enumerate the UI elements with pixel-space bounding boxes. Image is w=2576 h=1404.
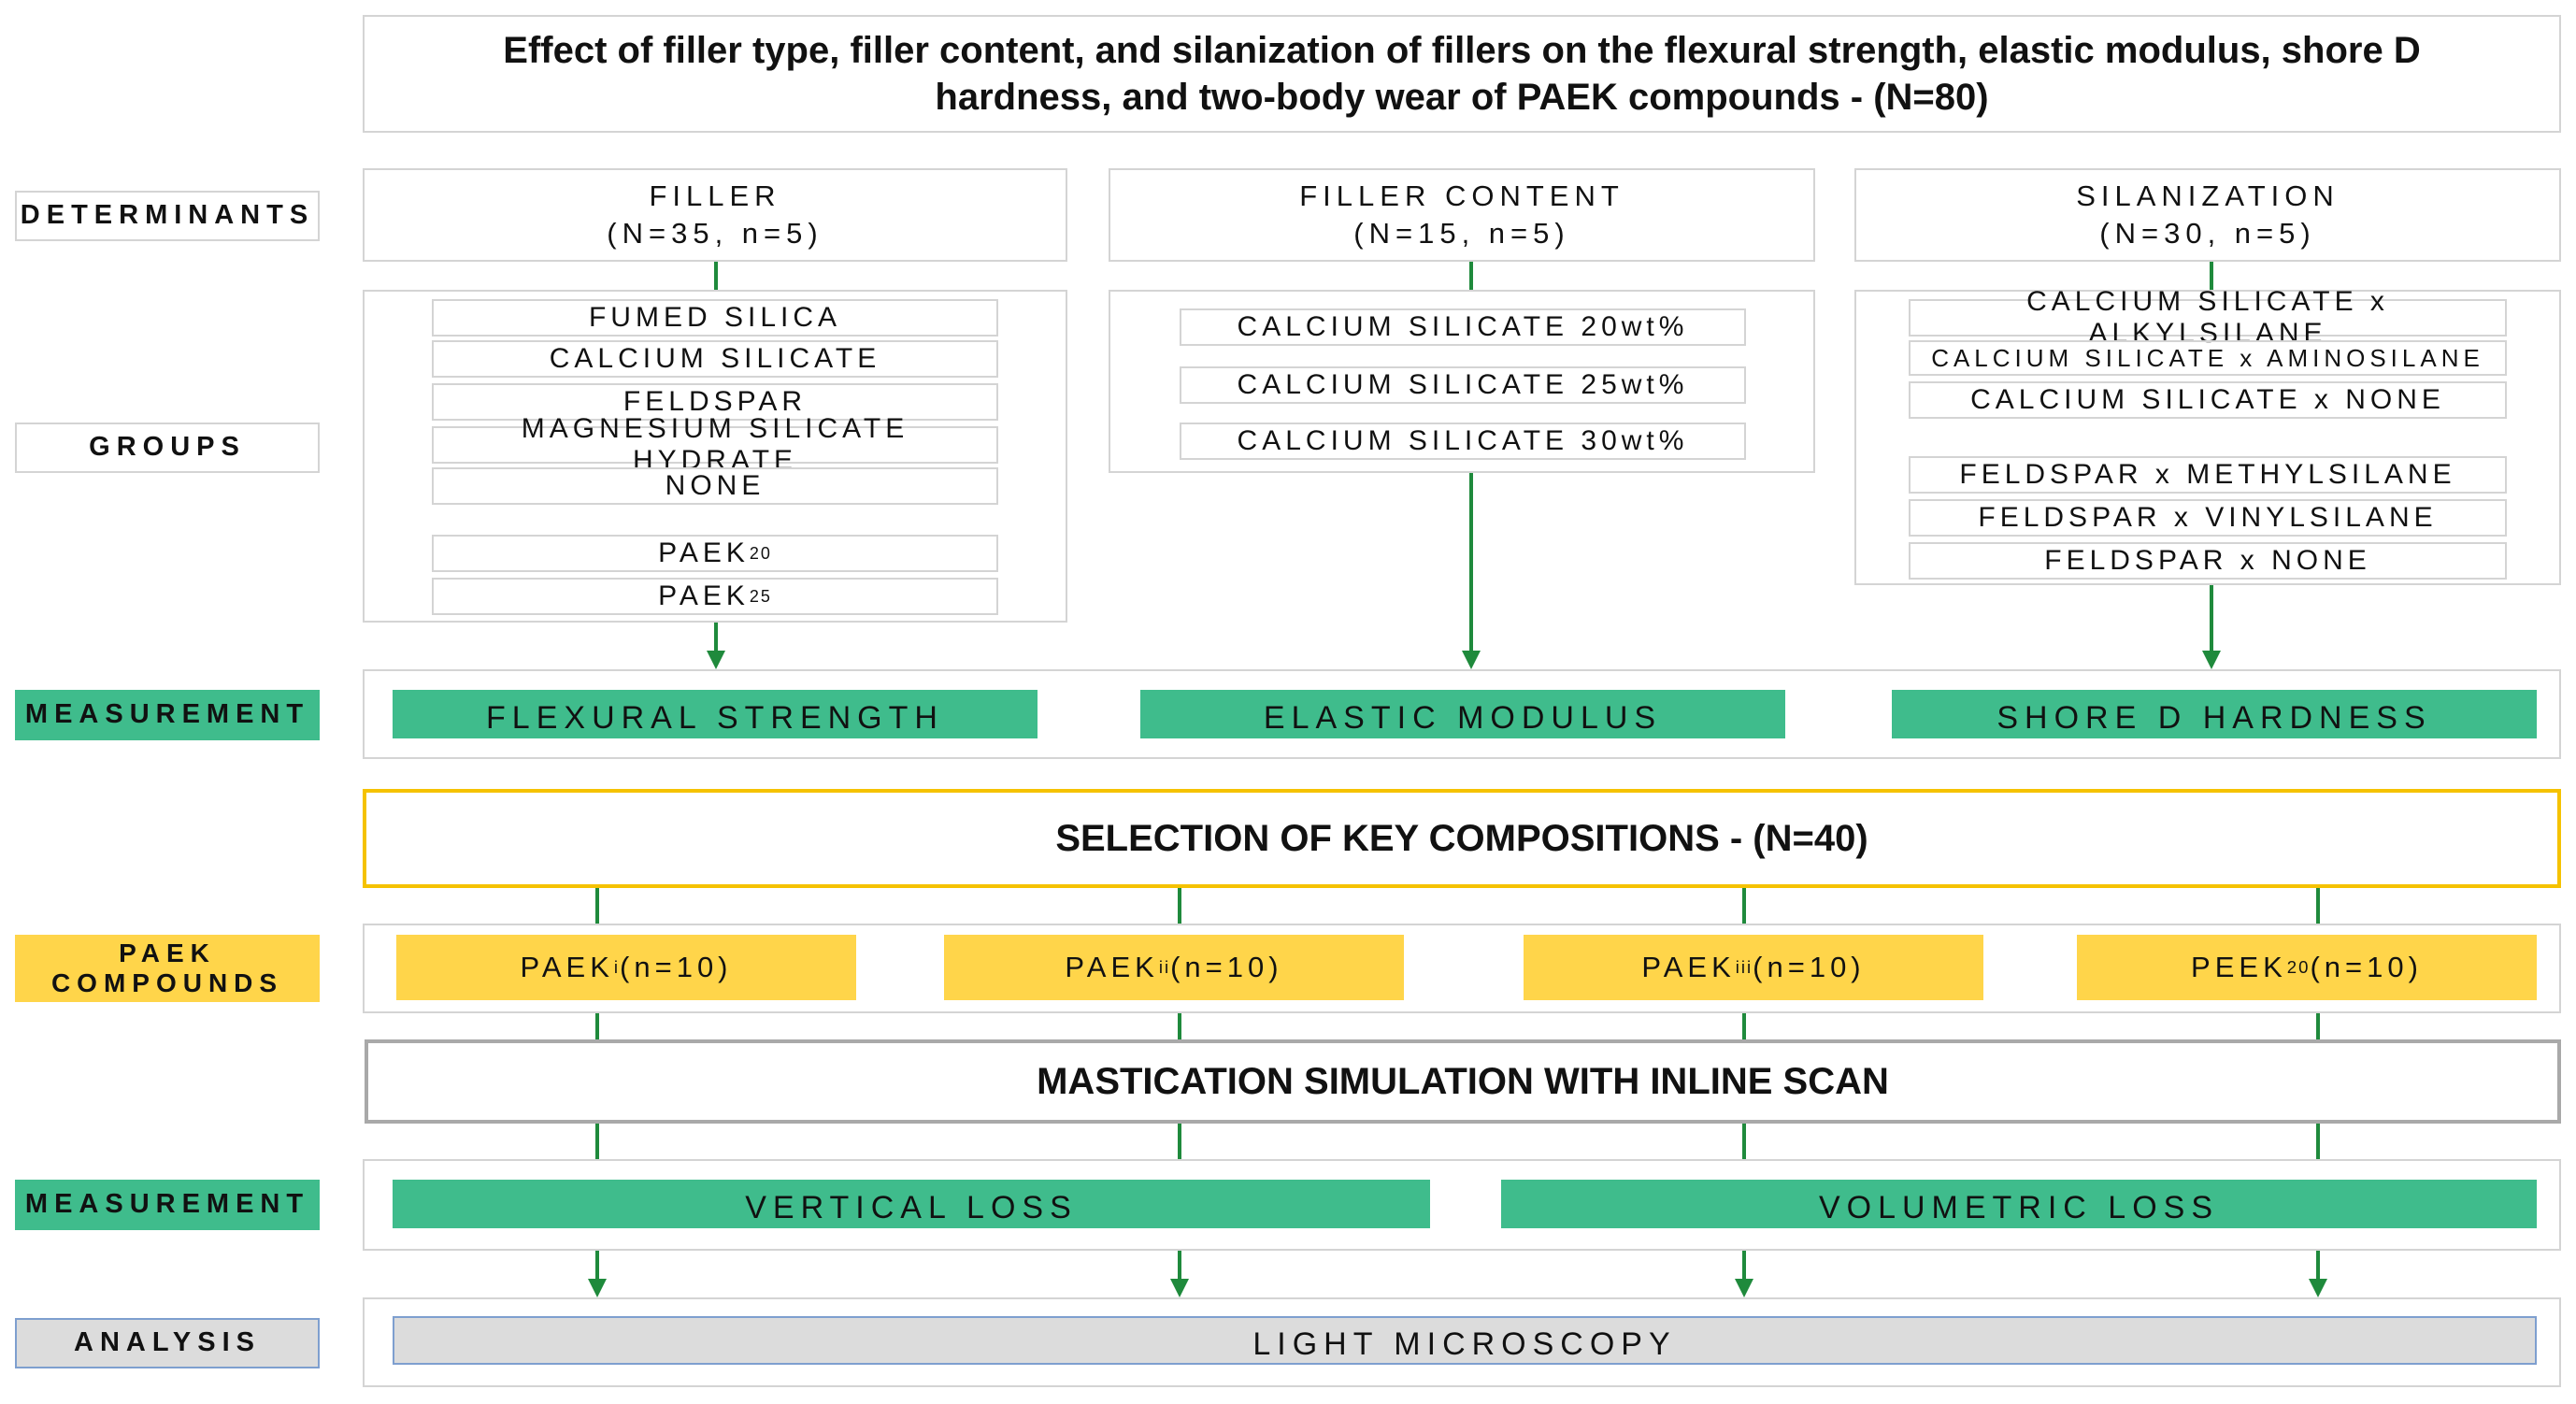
arrow-filler-down <box>707 651 725 669</box>
connector-meas-4 <box>2316 1251 2320 1281</box>
side-label-measurement-2: MEASUREMENT <box>15 1180 320 1230</box>
side-label-paek-compounds: PAEK COMPOUNDS <box>15 935 320 1002</box>
connector-sim-3 <box>1742 1124 1746 1159</box>
filler-groups-panel <box>363 290 1067 623</box>
connector-meas-2 <box>1178 1251 1181 1281</box>
silan-group-fs-methylsilane: FELDSPAR x METHYLSILANE <box>1909 456 2507 494</box>
silan-group-cs-none: CALCIUM SILICATE x NONE <box>1909 381 2507 419</box>
connector-comp-1 <box>595 1013 599 1039</box>
paek20-sub: 20 <box>749 543 772 563</box>
connector-sel-2 <box>1178 888 1181 924</box>
paek25-sub: 25 <box>749 586 772 606</box>
side-label-groups: GROUPS <box>15 423 320 473</box>
content-group-30wt: CALCIUM SILICATE 30wt% <box>1180 423 1746 460</box>
measurement-shore-d-hardness: SHORE D HARDNESS <box>1892 690 2537 738</box>
filler-group-feldspar: FELDSPAR <box>432 383 998 421</box>
compound-paek-ii-sub: ii <box>1158 957 1171 977</box>
compound-paek-iii-sub: iii <box>1735 957 1753 977</box>
connector-comp-3 <box>1742 1013 1746 1039</box>
determinant-filler: FILLER (N=35, n=5) <box>363 168 1067 262</box>
compound-peek-20-base: PEEK <box>2191 951 2287 983</box>
title-line-2: hardness, and two-body wear of PAEK comp… <box>935 77 1989 118</box>
silan-group-fs-vinylsilane: FELDSPAR x VINYLSILANE <box>1909 499 2507 537</box>
connector-filler-down <box>714 623 718 652</box>
connector-meas-3 <box>1742 1251 1746 1281</box>
connector-comp-2 <box>1178 1013 1181 1039</box>
paek20-base: PAEK <box>658 537 750 568</box>
side-label-measurement-1: MEASUREMENT <box>15 690 320 740</box>
side-label-analysis: ANALYSIS <box>15 1318 320 1368</box>
determinant-silanization: SILANIZATION (N=30, n=5) <box>1854 168 2561 262</box>
arrow-analysis-4 <box>2309 1279 2327 1297</box>
filler-group-fumed-silica: FUMED SILICA <box>432 299 998 337</box>
side-label-paek-line1: PAEK <box>119 938 216 967</box>
connector-sim-1 <box>595 1124 599 1159</box>
compound-paek-i-base: PAEK <box>520 951 614 983</box>
measurement-volumetric-loss: VOLUMETRIC LOSS <box>1501 1180 2537 1228</box>
silan-group-cs-alkylsilane: CALCIUM SILICATE x ALKYLSILANE <box>1909 286 2507 349</box>
content-group-20wt: CALCIUM SILICATE 20wt% <box>1180 308 1746 346</box>
content-groups-panel <box>1109 290 1815 473</box>
compound-paek-ii-n: (n=10) <box>1170 951 1283 983</box>
determinant-filler-count: (N=35, n=5) <box>607 217 823 250</box>
analysis-light-microscopy: LIGHT MICROSCOPY <box>393 1316 2537 1365</box>
determinant-content-count: (N=15, n=5) <box>1353 217 1570 250</box>
connector-sel-4 <box>2316 888 2320 924</box>
connector-silan-head <box>2210 262 2213 290</box>
side-label-determinants: DETERMINANTS <box>15 191 320 241</box>
content-group-25wt: CALCIUM SILICATE 25wt% <box>1180 366 1746 404</box>
silan-group-cs-aminosilane: CALCIUM SILICATE x AMINOSILANE <box>1909 340 2507 376</box>
connector-meas-1 <box>595 1251 599 1281</box>
measurement-flexural-strength: FLEXURAL STRENGTH <box>393 690 1038 738</box>
compound-paek-ii-base: PAEK <box>1065 951 1159 983</box>
compound-peek-20-sub: 20 <box>2286 957 2311 977</box>
arrow-analysis-2 <box>1170 1279 1189 1297</box>
determinant-content-name: FILLER CONTENT <box>1299 179 1624 212</box>
connector-silan-down <box>2210 585 2213 652</box>
arrow-analysis-1 <box>588 1279 607 1297</box>
connector-content-down <box>1469 473 1473 652</box>
paek25-base: PAEK <box>658 580 750 611</box>
mastication-simulation: MASTICATION SIMULATION WITH INLINE SCAN <box>365 1039 2561 1124</box>
compound-paek-i-n: (n=10) <box>620 951 733 983</box>
compound-paek-iii-n: (n=10) <box>1753 951 1866 983</box>
filler-group-none: NONE <box>432 467 998 505</box>
connector-content-head <box>1469 262 1473 290</box>
connector-sel-3 <box>1742 888 1746 924</box>
connector-sim-2 <box>1178 1124 1181 1159</box>
diagram-title: Effect of filler type, filler content, a… <box>363 15 2561 133</box>
connector-sim-4 <box>2316 1124 2320 1159</box>
connector-filler-head <box>714 262 718 290</box>
determinant-silanization-name: SILANIZATION <box>2076 179 2340 212</box>
arrow-silan-down <box>2202 651 2221 669</box>
side-label-paek-line2: COMPOUNDS <box>50 968 284 997</box>
arrow-content-down <box>1462 651 1481 669</box>
connector-sel-1 <box>595 888 599 924</box>
measurement-elastic-modulus: ELASTIC MODULUS <box>1140 690 1785 738</box>
measurement-vertical-loss: VERTICAL LOSS <box>393 1180 1430 1228</box>
compound-paek-i-sub: i <box>613 957 621 977</box>
determinant-filler-name: FILLER <box>649 179 781 212</box>
connector-comp-4 <box>2316 1013 2320 1039</box>
compound-paek-iii-base: PAEK <box>1641 951 1736 983</box>
silan-group-fs-none: FELDSPAR x NONE <box>1909 542 2507 580</box>
compound-peek-20-n: (n=10) <box>2310 951 2423 983</box>
determinant-filler-content: FILLER CONTENT (N=15, n=5) <box>1109 168 1815 262</box>
determinant-silanization-count: (N=30, n=5) <box>2099 217 2316 250</box>
filler-group-calcium-silicate: CALCIUM SILICATE <box>432 340 998 378</box>
arrow-analysis-3 <box>1735 1279 1753 1297</box>
selection-key-compositions: SELECTION OF KEY COMPOSITIONS - (N=40) <box>363 789 2561 888</box>
title-line-1: Effect of filler type, filler content, a… <box>503 30 2421 71</box>
filler-group-magnesium-silicate: MAGNESIUM SILICATE HYDRATE <box>432 413 998 476</box>
